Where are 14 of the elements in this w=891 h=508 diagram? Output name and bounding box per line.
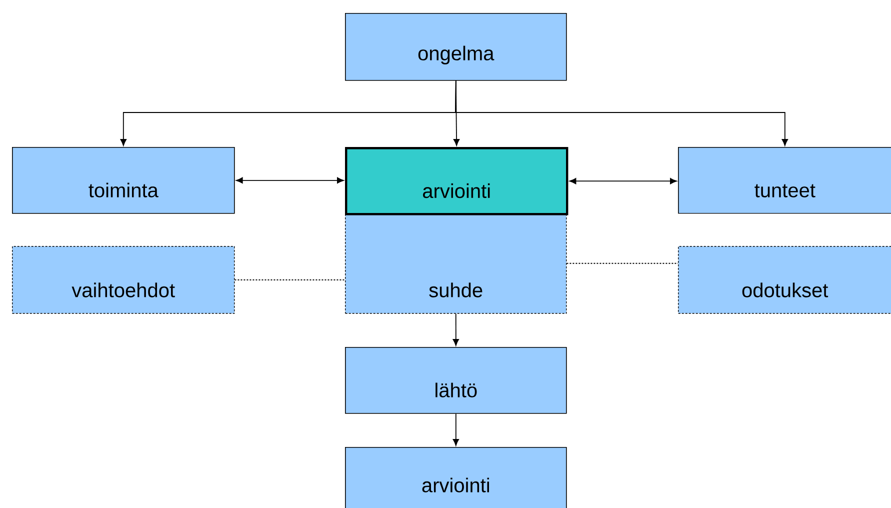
arrow	[452, 313, 459, 346]
process-box: odotukset	[678, 246, 891, 314]
process-box: tunteet	[678, 147, 891, 214]
arrow	[455, 80, 788, 146]
process-box: toiminta	[12, 147, 235, 214]
arrow	[452, 413, 459, 446]
process-box: ongelma	[345, 13, 567, 81]
process-box: suhde	[345, 213, 567, 314]
process-box: arviointi	[345, 447, 567, 508]
arrow	[236, 177, 344, 184]
process-box: lähtö	[345, 347, 567, 414]
process-box: vaihtoehdot	[12, 246, 235, 314]
process-box: arviointi	[345, 147, 568, 216]
arrow	[569, 178, 677, 184]
